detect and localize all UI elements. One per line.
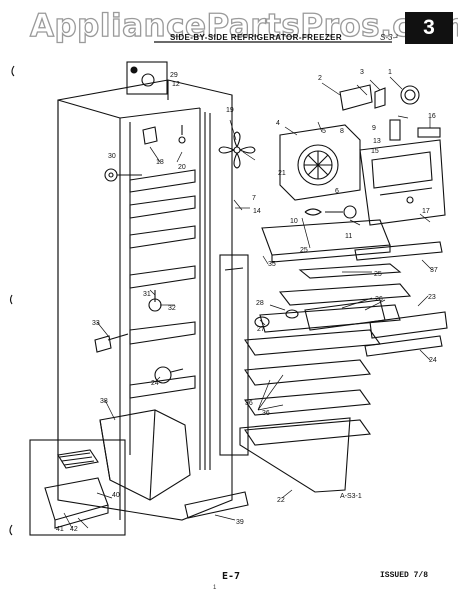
callout-6: 6 <box>335 188 339 195</box>
freezer-shelves <box>129 169 196 399</box>
callout-21: 21 <box>278 170 286 177</box>
freezer-basket <box>99 409 191 501</box>
callout-12: 12 <box>172 81 180 88</box>
light-sockets <box>304 205 357 219</box>
callout-35: 35 <box>268 261 276 268</box>
fan-blade <box>218 131 256 169</box>
callout-31: 31 <box>143 291 151 298</box>
footer-page-code: E-7 <box>222 571 241 582</box>
control-housing <box>339 84 441 141</box>
inset-part-box <box>126 61 168 95</box>
hinge-part <box>94 333 129 353</box>
footer-issued: ISSUED 7/8 <box>380 571 429 580</box>
callout-30: 30 <box>108 153 116 160</box>
control-panel <box>359 139 446 226</box>
callout-2: 2 <box>318 75 322 82</box>
callout-32: 32 <box>168 305 176 312</box>
binder-mark <box>11 65 15 77</box>
callout-36: 36 <box>245 400 253 407</box>
callout-8: 8 <box>340 128 344 135</box>
callout-17: 17 <box>422 208 430 215</box>
binder-mark <box>9 524 13 536</box>
callout-26: 26 <box>375 296 383 303</box>
callout-leaders <box>63 76 433 529</box>
callout-5: 5 <box>322 128 326 135</box>
callout-labels: 1 2 3 4 5 6 7 8 9 10 11 12 13 14 15 16 1… <box>56 69 438 533</box>
callout-27: 27 <box>257 326 265 333</box>
callout-16: 16 <box>428 113 436 120</box>
callout-38: 38 <box>100 398 108 405</box>
callout-24: 24 <box>429 357 437 364</box>
callout-7: 7 <box>252 195 256 202</box>
thermostat <box>142 125 186 145</box>
callout-19: 19 <box>226 107 234 114</box>
fan-housing <box>279 124 361 201</box>
ice-tray-inset <box>29 439 126 536</box>
binder-mark <box>9 294 13 305</box>
kick-plate <box>184 491 249 519</box>
shelf-support-bolt <box>148 290 162 312</box>
callout-37: 37 <box>430 267 438 274</box>
callout-10: 10 <box>290 218 298 225</box>
callout-36b: 36 <box>262 410 270 417</box>
callout-14: 14 <box>253 208 261 215</box>
callout-13: 13 <box>373 138 381 145</box>
header-code: S-3-² <box>380 33 398 42</box>
callout-15: 15 <box>371 148 379 155</box>
header-title: SIDE-BY-SIDE REFRIGERATOR-FREEZER <box>170 33 343 42</box>
header-bar <box>154 41 392 43</box>
footer-tick: 1 <box>213 585 217 591</box>
cam-part <box>154 366 184 384</box>
callout-23: 23 <box>428 294 436 301</box>
fresh-food-back-panel <box>219 254 249 456</box>
callout-33: 33 <box>92 320 100 327</box>
callout-22: 22 <box>277 497 285 504</box>
diagram-code: A-S3-1 <box>340 493 362 500</box>
top-cover <box>261 219 391 263</box>
crisper-assembly <box>254 241 448 357</box>
callout-28: 28 <box>256 300 264 307</box>
light-switch <box>104 168 142 182</box>
callout-42: 42 <box>70 526 78 533</box>
page-number-box: 3 <box>405 12 453 44</box>
callout-1: 1 <box>388 69 392 76</box>
callout-24b: 24 <box>151 380 159 387</box>
watermark: AppliancePartsPros.com <box>29 7 458 44</box>
callout-18: 18 <box>156 159 164 166</box>
bottom-pan <box>239 417 351 493</box>
callout-41: 41 <box>56 526 64 533</box>
callout-4: 4 <box>276 120 280 127</box>
callout-29: 29 <box>170 72 178 79</box>
callout-3: 3 <box>360 69 364 76</box>
callout-11: 11 <box>345 233 352 240</box>
fresh-food-shelves <box>244 263 412 446</box>
callout-39: 39 <box>236 519 244 526</box>
callout-9: 9 <box>372 125 376 132</box>
callout-20: 20 <box>178 164 186 171</box>
callout-40: 40 <box>112 492 120 499</box>
callout-25b: 25 <box>374 271 382 278</box>
callout-25: 25 <box>300 247 308 254</box>
